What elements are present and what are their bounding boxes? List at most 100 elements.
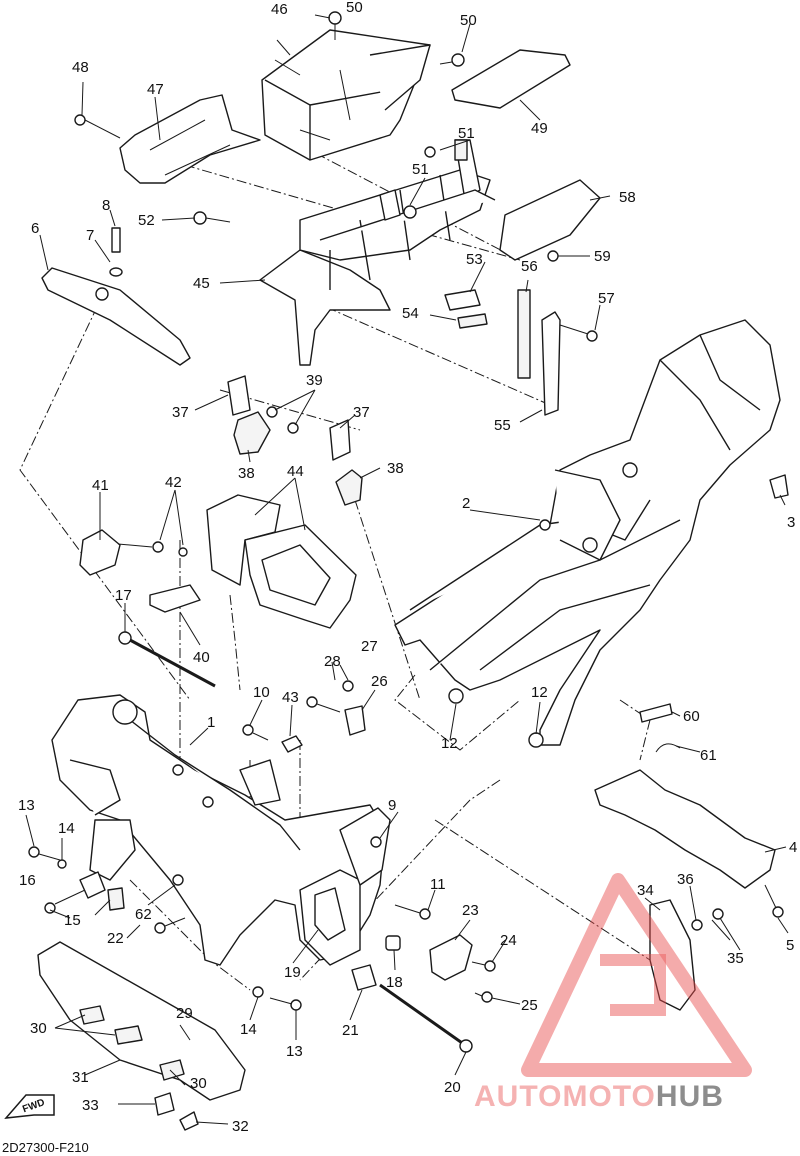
callout-33: 33 — [82, 1097, 99, 1114]
callout-2: 2 — [462, 495, 470, 512]
callout-28: 28 — [324, 653, 341, 670]
callout-29: 29 — [176, 1005, 193, 1022]
callout-49: 49 — [531, 120, 548, 137]
callout-11: 11 — [430, 876, 446, 893]
rear-frame-2 — [394, 319, 789, 746]
callout-14a: 14 — [58, 820, 75, 837]
collar-21 — [351, 964, 377, 991]
holder-40 — [149, 584, 201, 613]
callout-41: 41 — [92, 477, 109, 494]
watermark-triangle-icon — [521, 873, 752, 1077]
callout-7: 7 — [86, 227, 94, 244]
callout-47: 47 — [147, 81, 164, 98]
callout-48: 48 — [72, 59, 89, 76]
callout-14b: 14 — [240, 1021, 257, 1038]
watermark-logo: AUTOMOTOHUB — [474, 873, 752, 1113]
bolts-24-25 — [471, 960, 496, 1003]
callout-42: 42 — [165, 474, 182, 491]
under-guard-29 — [37, 941, 246, 1131]
callout-52: 52 — [138, 212, 155, 229]
callout-37b: 37 — [353, 404, 370, 421]
part-60 — [639, 703, 673, 723]
callout-24: 24 — [500, 932, 517, 949]
callout-18: 18 — [386, 974, 403, 991]
bolt-11 — [394, 904, 431, 920]
bracket-26 — [344, 705, 366, 736]
callout-43: 43 — [282, 689, 299, 706]
callout-13a: 13 — [18, 797, 35, 814]
callout-27: 27 — [361, 638, 378, 655]
callout-22: 22 — [107, 930, 124, 947]
bracket-41 — [79, 529, 121, 576]
collar-12 — [448, 688, 544, 748]
bracket-45 — [259, 139, 496, 366]
mat-44 — [206, 494, 357, 629]
callout-6: 6 — [31, 220, 39, 237]
callout-16: 16 — [19, 872, 36, 889]
battery-cover-plate — [451, 49, 571, 109]
callout-20: 20 — [444, 1079, 461, 1096]
battery-box — [261, 29, 431, 161]
plate-53 — [444, 289, 481, 311]
bolts-27-28 — [306, 680, 354, 713]
clip-61 — [655, 743, 681, 753]
callout-50a: 50 — [346, 0, 363, 16]
callout-labels: 1 2 3 4 5 6 7 8 9 10 11 12 12 12 13 13 1… — [18, 0, 797, 1135]
callout-45: 45 — [193, 275, 210, 292]
callout-34: 34 — [637, 882, 654, 899]
callout-32: 32 — [232, 1118, 249, 1135]
screw-48 — [74, 114, 121, 139]
callout-31: 31 — [72, 1069, 89, 1086]
callout-57: 57 — [598, 290, 615, 307]
callout-1: 1 — [207, 714, 215, 731]
callout-3: 3 — [787, 514, 795, 531]
callout-30a: 30 — [30, 1020, 47, 1037]
callout-17: 17 — [115, 587, 132, 604]
callout-54: 54 — [402, 305, 419, 322]
stay-55 — [541, 311, 561, 416]
damper-group-37-38-39 — [227, 375, 363, 506]
callout-46: 46 — [271, 1, 288, 18]
pad-54 — [457, 313, 488, 329]
callout-26: 26 — [371, 673, 388, 690]
callout-51b: 51 — [412, 161, 429, 178]
callout-38b: 38 — [387, 460, 404, 477]
bolt-8-washer-7 — [109, 227, 123, 277]
bolts-42 — [117, 541, 188, 557]
callout-9: 9 — [388, 797, 396, 814]
callout-40: 40 — [193, 649, 210, 666]
callout-55: 55 — [494, 417, 511, 434]
callout-15: 15 — [64, 912, 81, 929]
nut-18 — [385, 935, 401, 951]
left-fasteners — [28, 846, 302, 1011]
callout-10: 10 — [253, 684, 270, 701]
guard-34 — [649, 899, 696, 1011]
callout-25: 25 — [521, 997, 538, 1014]
leader-lines — [25, 14, 789, 1125]
bolt-50 — [328, 11, 465, 67]
callout-12a: 12 — [441, 735, 458, 752]
bolts-51-52-57-59 — [193, 146, 598, 342]
bracket-19 — [314, 887, 346, 941]
bolts-5-35-36 — [691, 884, 784, 941]
callout-60: 60 — [683, 708, 700, 725]
pad-56 — [517, 289, 531, 379]
callout-21: 21 — [342, 1022, 359, 1039]
callout-61: 61 — [700, 747, 717, 764]
callout-44: 44 — [287, 463, 304, 480]
callout-39: 39 — [306, 372, 323, 389]
watermark-text-automoto: AUTOMOTO — [474, 1080, 656, 1113]
callout-19: 19 — [284, 964, 301, 981]
callout-23: 23 — [462, 902, 479, 919]
callout-13b: 13 — [286, 1043, 303, 1060]
callout-8: 8 — [102, 197, 110, 214]
clip-43 — [281, 735, 303, 753]
callout-35: 35 — [727, 950, 744, 967]
callout-50b: 50 — [460, 12, 477, 29]
svg-text:AUTOMOTOHUB: AUTOMOTOHUB — [474, 1080, 724, 1113]
callout-56: 56 — [521, 258, 538, 275]
callout-62: 62 — [135, 906, 152, 923]
main-frame-1 — [51, 694, 391, 966]
